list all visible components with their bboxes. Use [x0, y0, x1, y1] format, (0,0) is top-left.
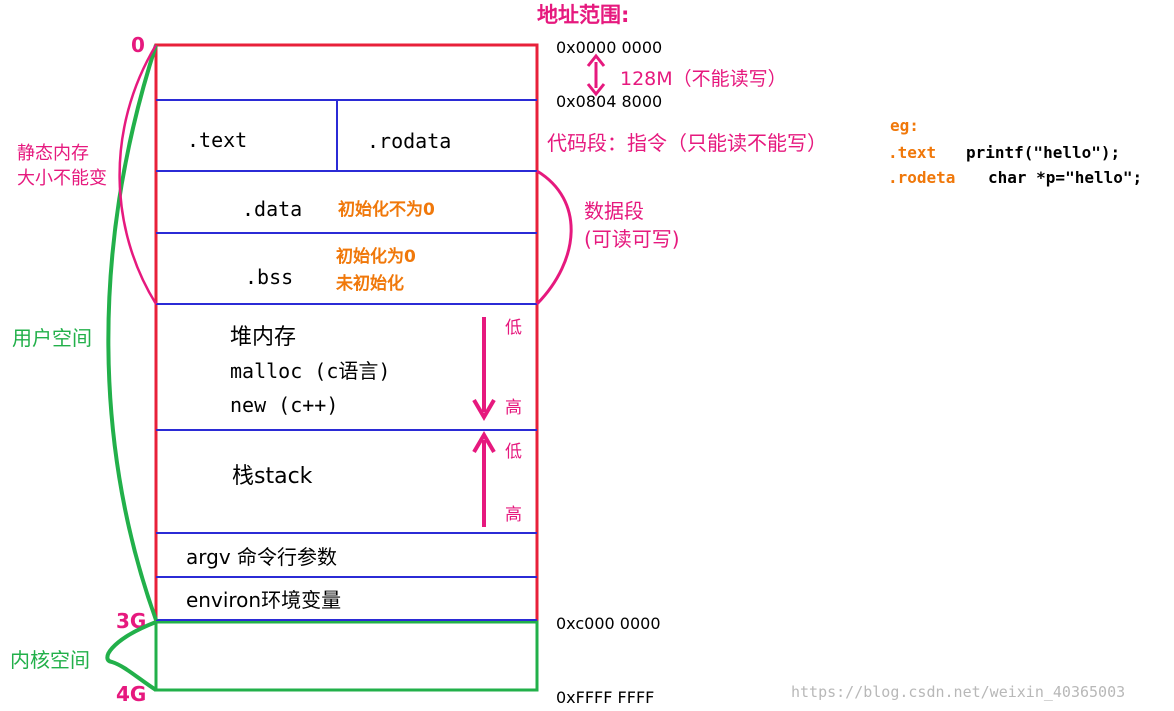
heap-high-label: 高: [505, 398, 522, 418]
stack-high-label: 高: [505, 505, 522, 525]
example-rodata-key: .rodeta: [888, 168, 955, 187]
heap-growth-arrow: [472, 317, 496, 421]
example-rodata-code: char *p="hello";: [988, 168, 1142, 187]
marker-4g: 4G: [116, 682, 146, 706]
user-space-bracket: [106, 44, 158, 621]
static-memory-bracket: [118, 44, 158, 305]
stack-label: 栈stack: [232, 464, 313, 489]
kernel-space-box: [154, 620, 539, 692]
environ-label: environ环境变量: [186, 588, 341, 612]
bss-section-note-2: 未初始化: [335, 273, 404, 294]
data-segment-label-2: (可读可写): [584, 227, 680, 251]
code-segment-description: 代码段：指令（只能读不能写）: [547, 131, 827, 155]
data-section-label: .data: [242, 197, 302, 221]
address-ffffffff: 0xFFFF FFFF: [556, 688, 654, 707]
watermark: https://blog.csdn.net/weixin_40365003: [791, 683, 1125, 701]
heap-low-label: 低: [505, 318, 522, 338]
reserved-double-arrow: [586, 53, 606, 97]
data-section-note: 初始化不为0: [338, 199, 435, 220]
user-space-label: 用户空间: [12, 326, 92, 350]
reserved-size-label: 128M（不能读写）: [620, 68, 787, 90]
argv-label: argv 命令行参数: [186, 545, 337, 569]
example-text-code: printf("hello");: [966, 143, 1120, 162]
data-segment-label-1: 数据段: [584, 199, 644, 223]
rodata-section-label: .rodata: [367, 129, 451, 153]
heap-label: 堆内存: [230, 325, 296, 350]
heap-new-label: new (c++): [230, 393, 338, 417]
stack-low-label: 低: [505, 442, 522, 462]
data-segment-bracket: [535, 169, 573, 306]
text-section-label: .text: [187, 128, 247, 152]
address-range-title: 地址范围:: [537, 3, 629, 27]
kernel-space-label: 内核空间: [10, 648, 90, 672]
stack-growth-arrow: [472, 431, 496, 527]
address-08048000: 0x0804 8000: [556, 92, 662, 111]
static-memory-label-2: 大小不能变: [17, 168, 107, 189]
heap-malloc-label: malloc (c语言): [230, 359, 390, 383]
address-c0000000: 0xc000 0000: [556, 614, 661, 633]
example-eg: eg:: [890, 116, 919, 135]
example-text-key: .text: [888, 143, 936, 162]
kernel-space-bracket: [105, 620, 158, 692]
bss-section-note-1: 初始化为0: [336, 246, 416, 267]
static-memory-label-1: 静态内存: [17, 143, 89, 164]
bss-section-label: .bss: [245, 265, 293, 289]
marker-0: 0: [131, 33, 145, 57]
address-0: 0x0000 0000: [556, 38, 662, 57]
